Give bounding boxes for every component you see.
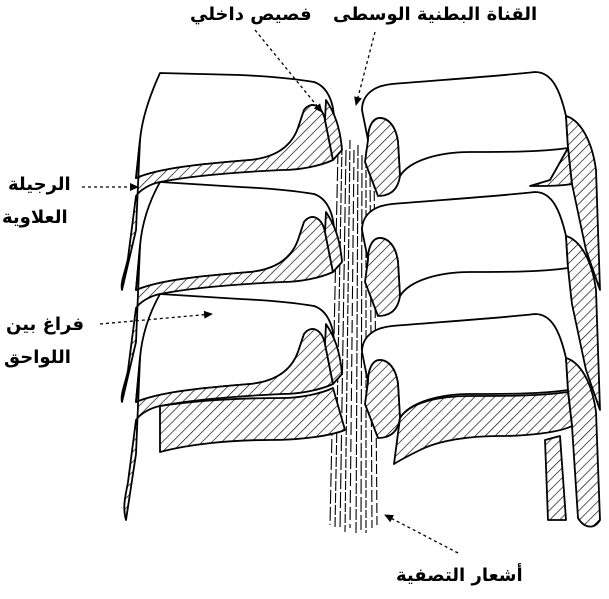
pointer-interlamellar-space — [99, 310, 213, 325]
left-appendage-3 — [123, 293, 346, 521]
label-inner-lobe: فصيص داخلي — [190, 4, 312, 25]
right-appendage-1 — [361, 71, 601, 291]
label-upper-ridge-line1: الرجيلة — [8, 174, 71, 195]
left-appendage-1 — [120, 72, 343, 291]
right-appendage-2 — [361, 191, 601, 411]
label-central-canal: القناة البطنية الوسطى — [333, 4, 538, 25]
pointer-lines — [82, 29, 459, 554]
pointer-central-canal — [354, 31, 376, 106]
left-appendage-stack — [120, 72, 346, 521]
label-interlamellar-space-line2: اللواحق — [4, 347, 71, 368]
label-interlamellar-space-line1: فراغ بين — [6, 314, 85, 335]
left-appendage-2 — [120, 181, 343, 403]
label-upper-ridge-line2: العلاوية — [2, 207, 68, 228]
right-appendage-stack — [361, 71, 601, 528]
label-filter-setae: أشعار التصفية — [396, 565, 523, 586]
right-appendage-3 — [361, 313, 601, 528]
pointer-filter-setae — [384, 514, 459, 554]
